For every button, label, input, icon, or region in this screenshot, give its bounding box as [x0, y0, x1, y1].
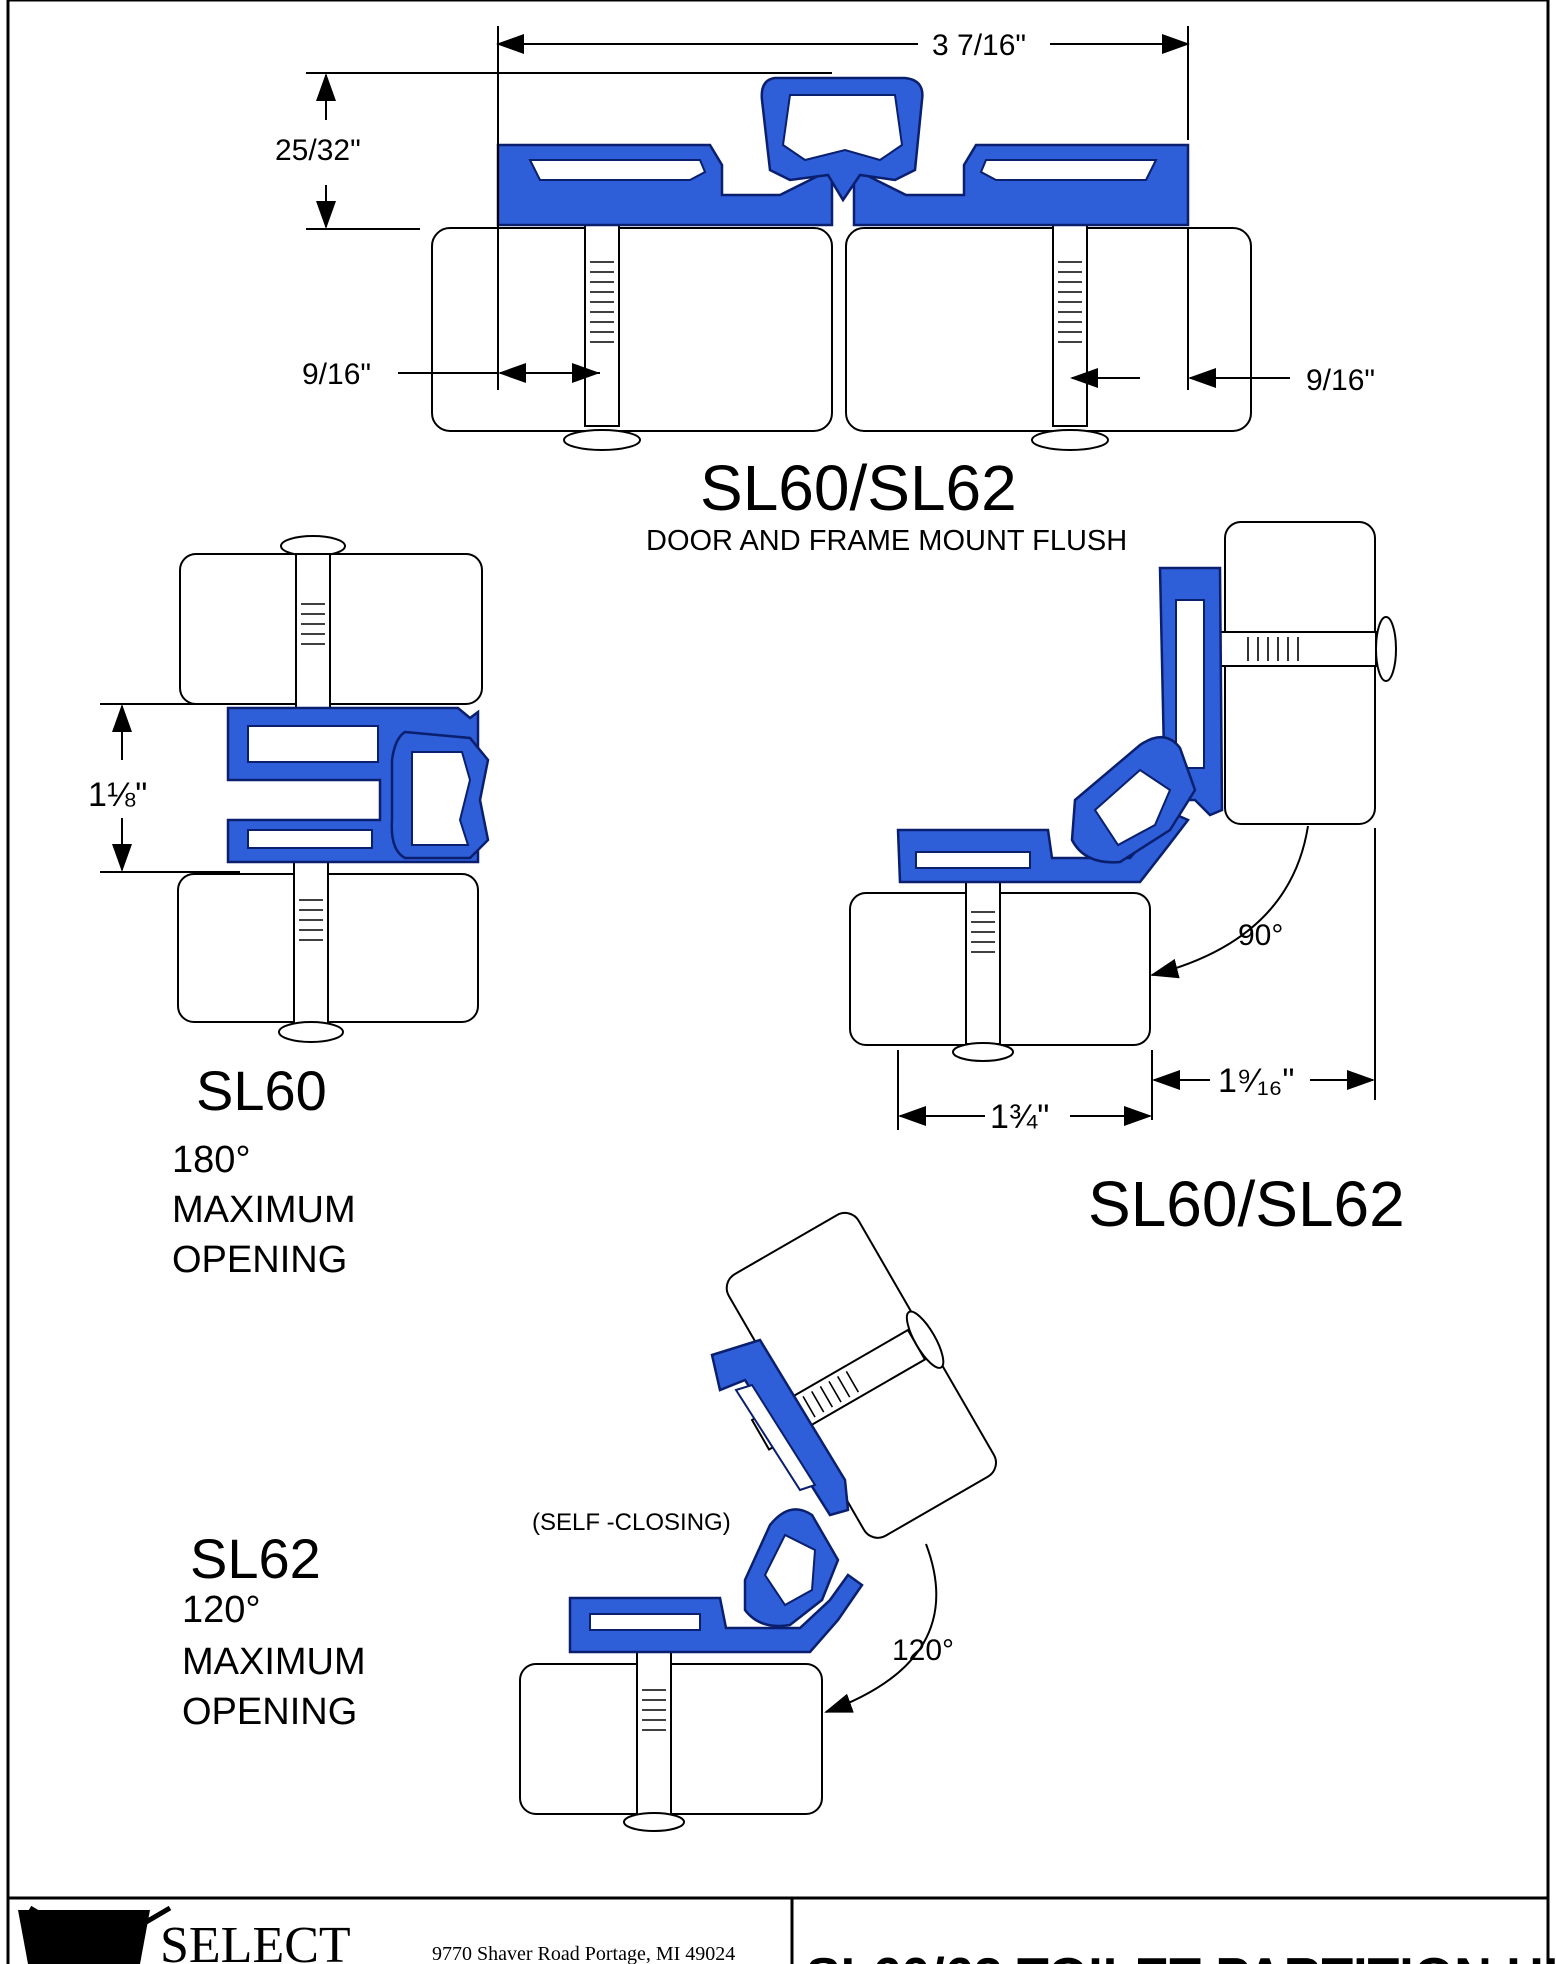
hinge-profile: [496, 76, 1190, 227]
ninety-hinge: [896, 566, 1224, 884]
sl62-view: (SELF -CLOSING) 120° SL62 120° MAXIMUM O…: [182, 1211, 997, 1832]
sl60-line1: MAXIMUM: [172, 1189, 356, 1231]
sl62-hinge: [568, 1338, 864, 1654]
right-panel: [845, 227, 1252, 432]
ninety-view: 90° 1⁹⁄₁₆" 1¾" SL60/SL62: [849, 521, 1405, 1240]
sl62-title: SL62: [190, 1527, 321, 1590]
company-name: SELECT: [160, 1917, 351, 1964]
top-view-subtitle: DOOR AND FRAME MOUNT FLUSH: [646, 525, 1127, 557]
sl60-gap-label: 1⅛": [88, 776, 147, 814]
ninety-dim-a: 1⁹⁄₁₆": [1218, 1062, 1294, 1100]
sl62-opening: 120°: [182, 1589, 261, 1631]
sl60-line2: OPENING: [172, 1239, 347, 1281]
ninety-dim-b: 1¾": [990, 1098, 1049, 1136]
top-view-title: SL60/SL62: [700, 452, 1017, 524]
ninety-angle-label: 90°: [1238, 919, 1283, 952]
top-view: 3 7/16" 25/32" 9/16" 9/16" SL60/SL62 DOO…: [275, 26, 1375, 557]
overall-width-label: 3 7/16": [932, 29, 1026, 62]
drawing-title: SL60/62 TOILET PARTITION HINGE: [806, 1948, 1556, 1964]
company-address: 9770 Shaver Road Portage, MI 49024: [432, 1943, 735, 1964]
sl60-upper-screw: [280, 535, 346, 725]
sl60-view: 1⅛" SL60 180° MAXIMUM OPENING: [88, 535, 490, 1281]
height-label: 25/32": [275, 134, 361, 167]
sl60-angle: 180°: [172, 1139, 251, 1181]
company-logo-icon: [18, 1905, 172, 1964]
sl60-hinge: [226, 706, 490, 864]
sl62-line1: MAXIMUM: [182, 1641, 366, 1683]
left-offset-label: 9/16": [302, 358, 371, 391]
sl62-note: (SELF -CLOSING): [532, 1509, 731, 1536]
sl62-door-screw: [623, 1639, 685, 1832]
sl62-line2: OPENING: [182, 1691, 357, 1733]
sl62-angle-label: 120°: [892, 1634, 954, 1667]
sheet-border: [6, 0, 1550, 1964]
right-offset-label: 9/16": [1306, 364, 1375, 397]
sl60-title: SL60: [196, 1059, 327, 1122]
ninety-door-screw: [952, 865, 1014, 1062]
left-panel: [431, 227, 833, 432]
sl60-lower-screw: [278, 845, 344, 1043]
ninety-title: SL60/SL62: [1088, 1168, 1405, 1240]
ninety-frame-panel: [1224, 521, 1376, 825]
title-block: SELECT 9770 Shaver Road Portage, MI 4902…: [8, 1896, 1556, 1964]
